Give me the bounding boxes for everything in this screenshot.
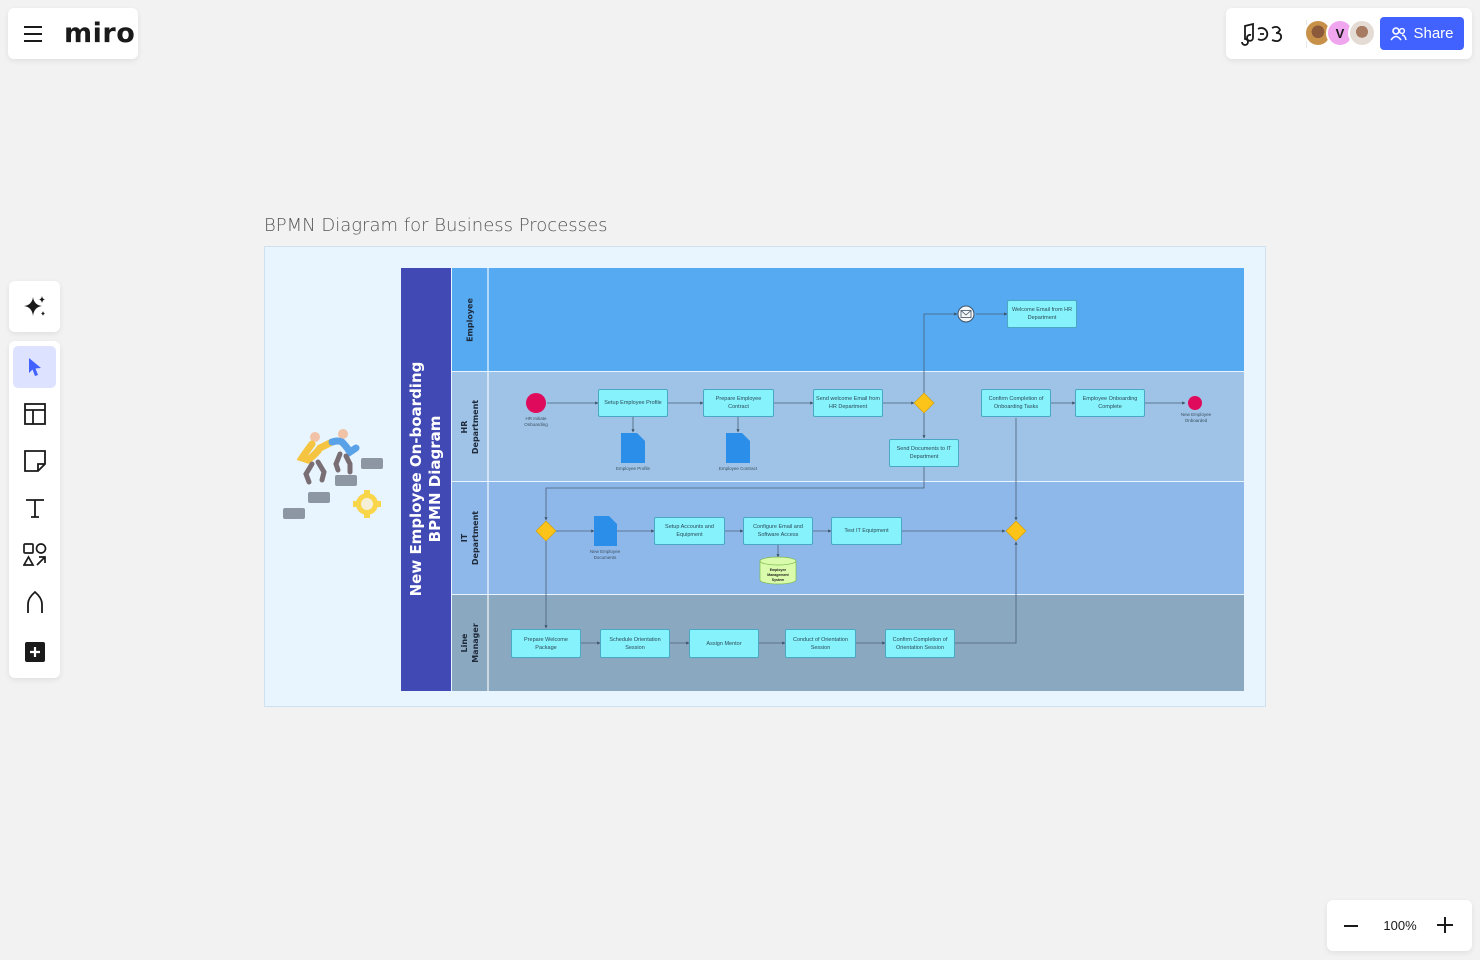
ai-assistant-button[interactable] (9, 281, 60, 332)
left-toolbar (9, 341, 60, 678)
pen-icon (26, 590, 43, 613)
tool-sticky-note[interactable] (13, 440, 56, 482)
text-icon (25, 499, 44, 518)
zoom-in-button[interactable] (1435, 915, 1455, 935)
task-setup-accounts[interactable]: Setup Accounts and Equipment (654, 517, 725, 545)
zoom-level[interactable]: 100% (1383, 918, 1417, 933)
task-send-welcome-email[interactable]: Send welcome Email from HR Department (813, 389, 883, 417)
lane-label-employee: Employee (452, 268, 489, 371)
top-left-panel: miro (8, 8, 138, 59)
plus-icon (1437, 917, 1453, 933)
label-datastore: Employee Management System (767, 568, 789, 582)
task-welcome-email-employee[interactable]: Welcome Email from HR Department (1007, 300, 1077, 328)
templates-icon (23, 403, 46, 425)
sticky-note-icon (23, 450, 46, 472)
minus-icon (1344, 925, 1358, 927)
reactions-icon[interactable] (1238, 20, 1288, 48)
sparkle-icon (23, 295, 45, 316)
miro-logo[interactable]: miro (64, 18, 136, 49)
tool-shapes[interactable] (13, 534, 56, 576)
label-end-event: New Employee Onboarded (1180, 412, 1212, 423)
task-confirm-orientation[interactable]: Confirm Completion of Orientation Sessio… (885, 629, 955, 658)
plus-box-icon (24, 642, 45, 662)
label-document-employee-contract: Employee Contract (718, 466, 758, 471)
zoom-out-button[interactable] (1341, 917, 1361, 935)
label-start-event: HR Initiate Onboarding (524, 416, 548, 427)
step-block (308, 492, 330, 503)
task-schedule-orientation[interactable]: Schedule Orientation Session (600, 629, 670, 658)
task-send-documents-it[interactable]: Send Documents to IT Department (889, 439, 959, 467)
share-label: Share (1413, 25, 1454, 42)
tool-pen[interactable] (13, 581, 56, 623)
lane-label-text: Employee (465, 297, 474, 342)
task-assign-mentor[interactable]: Assign Mentor (689, 629, 759, 658)
task-test-it[interactable]: Test IT Equipment (831, 517, 902, 545)
frame-title[interactable]: BPMN Diagram for Business Processes (264, 215, 608, 236)
share-button[interactable]: Share (1380, 17, 1464, 50)
step-block (361, 458, 383, 469)
tool-text[interactable] (13, 487, 56, 529)
shapes-icon (22, 543, 46, 566)
step-block (335, 475, 357, 486)
hamburger-menu-icon[interactable] (22, 24, 44, 44)
task-setup-profile[interactable]: Setup Employee Profile (598, 389, 668, 417)
pool-title: New Employee On-boarding BPMN Diagram (407, 362, 445, 597)
zoom-controls: 100% (1327, 900, 1472, 951)
top-right-panel: V Share (1226, 8, 1472, 59)
task-configure-email[interactable]: Configure Email and Software Access (743, 517, 813, 545)
lane-employee[interactable]: Employee (452, 268, 1244, 371)
tool-templates[interactable] (13, 393, 56, 435)
pool-title-line2: BPMN Diagram (426, 415, 444, 543)
avatar-collaborator-3[interactable] (1348, 19, 1376, 47)
pool-title-line1: New Employee On-boarding (407, 361, 425, 597)
cursor-icon (28, 358, 41, 376)
task-conduct-orientation[interactable]: Conduct of Orientation Session (785, 629, 856, 658)
step-block (283, 508, 305, 519)
users-icon (1390, 26, 1408, 40)
tool-select[interactable] (13, 346, 56, 388)
bpmn-pool: New Employee On-boarding BPMN Diagram Em… (401, 268, 1244, 691)
task-onboarding-complete[interactable]: Employee Onboarding Complete (1075, 389, 1145, 417)
task-confirm-onboarding-tasks[interactable]: Confirm Completion of Onboarding Tasks (981, 389, 1051, 417)
task-prepare-contract[interactable]: Prepare Employee Contract (703, 389, 774, 417)
task-prepare-welcome-package[interactable]: Prepare Welcome Package (511, 629, 581, 658)
avatar-collaborator-v[interactable]: V (1326, 19, 1354, 47)
avatar-collaborator-1[interactable] (1304, 19, 1332, 47)
onboarding-illustration[interactable] (280, 420, 390, 525)
label-document-employee-profile: Employee Profile (615, 466, 651, 471)
label-document-new-employee: New Employee Documents (589, 549, 621, 560)
pool-title-bar: New Employee On-boarding BPMN Diagram (401, 268, 451, 691)
tool-more[interactable] (13, 631, 56, 673)
